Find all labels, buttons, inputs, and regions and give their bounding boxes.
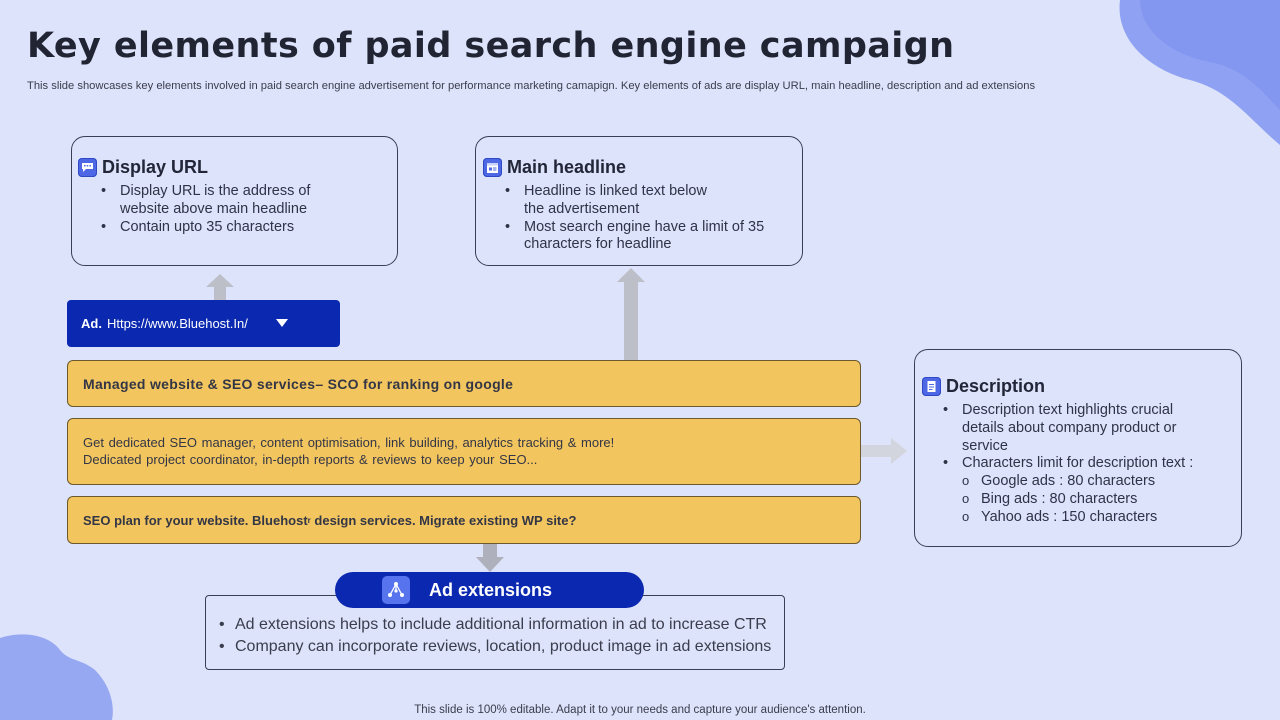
description-card: Description Description text highlights … [914, 349, 1242, 547]
display-url-heading: Display URL [78, 157, 208, 178]
ad-description-line-1: Get dedicated SEO manager, content optim… [83, 435, 615, 450]
chevron-down-icon[interactable] [276, 319, 288, 327]
list-item: Description text highlights crucial deta… [940, 402, 1192, 455]
ad-description: Get dedicated SEO manager, content optim… [67, 418, 861, 485]
main-headline-title: Main headline [507, 157, 627, 177]
list-item: Ad extensions helps to include additiona… [216, 614, 771, 636]
corner-blob-top-right [1119, 0, 1280, 145]
display-url-title: Display URL [102, 157, 209, 177]
network-icon [382, 576, 410, 604]
char-limit-label: Characters limit for description text : [962, 455, 1194, 472]
ad-label: Ad. [81, 316, 102, 331]
list-item: Headline is linked text below the advert… [502, 183, 724, 219]
main-headline-heading: Main headline [483, 157, 626, 178]
ad-extension-text-1: SEO plan for your website. Bluehost [83, 512, 308, 528]
corner-blob-bottom-left [0, 634, 113, 720]
ad-url[interactable]: Https://www.Bluehost.In/ [106, 316, 248, 331]
ad-url-bar[interactable]: Ad. Https://www.Bluehost.In/ [67, 300, 340, 347]
arrow-up-to-main-headline [617, 268, 645, 361]
arrow-down-to-ad-extensions [476, 543, 504, 572]
slide-subtitle: This slide showcases key elements involv… [27, 80, 1036, 92]
ad-extensions-title: Ad extensions [429, 580, 553, 600]
list-item: Yahoo ads : 150 characters [962, 508, 1230, 527]
display-url-card: Display URL Display URL is the address o… [71, 136, 398, 266]
list-item: Characters limit for description text : … [940, 455, 1230, 526]
ad-extension-text-2: design services. Migrate existing WP sit… [314, 512, 577, 528]
list-item: Google ads : 80 characters [962, 472, 1230, 491]
document-icon [922, 377, 941, 396]
display-url-bullets: Display URL is the address of website ab… [98, 183, 348, 236]
list-item: Bing ads : 80 characters [962, 490, 1230, 509]
browser-window-icon [483, 158, 502, 177]
list-item: Display URL is the address of website ab… [98, 183, 348, 219]
chat-icon [78, 158, 97, 177]
list-item: Contain upto 35 characters [98, 219, 348, 237]
list-item: Most search engine have a limit of 35 ch… [502, 219, 774, 255]
ad-extensions-bullets: Ad extensions helps to include additiona… [216, 614, 771, 657]
main-headline-card: Main headline Headline is linked text be… [475, 136, 803, 266]
slide-footer: This slide is 100% editable. Adapt it to… [414, 704, 866, 716]
arrow-up-to-display-url [206, 274, 234, 302]
ad-headline-text: Managed website & SEO services– SCO for … [83, 375, 514, 392]
description-heading: Description [922, 376, 1045, 397]
arrow-right-to-description [861, 438, 907, 464]
char-limit-list: Google ads : 80 characters Bing ads : 80… [962, 472, 1230, 527]
ad-extensions-header: Ad extensions [335, 572, 644, 608]
list-item: Company can incorporate reviews, locatio… [216, 636, 771, 658]
slide-title: Key elements of paid search engine campa… [27, 26, 955, 66]
description-title: Description [946, 376, 1046, 396]
main-headline-bullets: Headline is linked text below the advert… [502, 183, 772, 254]
ad-headline[interactable]: Managed website & SEO services– SCO for … [67, 360, 861, 407]
ad-extension-superscript: r [307, 515, 311, 525]
ad-description-line-2: Dedicated project coordinator, in-depth … [83, 451, 538, 467]
description-bullets: Description text highlights crucial deta… [940, 402, 1230, 527]
